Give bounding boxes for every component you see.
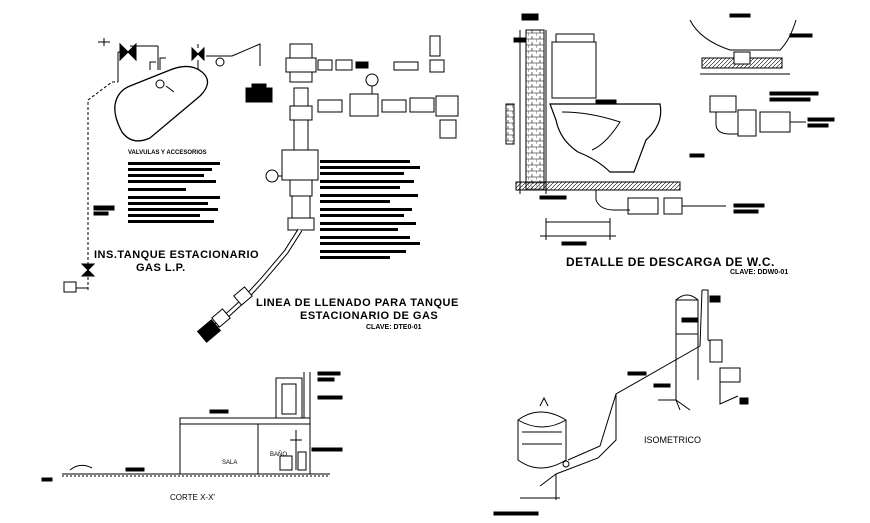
iso-water-tank-left <box>517 411 567 469</box>
section-xx <box>41 371 343 482</box>
gas-notes-heading: VALVULAS Y ACCESORIOS <box>128 150 207 156</box>
wc-detail-title: DETALLE DE DESCARGA DE W.C. <box>566 255 775 269</box>
fill-line-title-line1: LINEA DE LLENADO PARA TANQUE <box>256 297 459 309</box>
wc-detail <box>505 13 835 246</box>
section-caption: CORTE X-X' <box>170 493 215 502</box>
gas-supply-dashed-line <box>87 81 118 290</box>
gas-tank-detail <box>63 38 273 293</box>
section-room-sala: SALA <box>222 460 238 466</box>
gas-notes-block <box>128 162 220 223</box>
section-room-bano: BAÑO <box>270 452 288 458</box>
isometric-caption: ISOMETRICO <box>644 435 702 445</box>
wc-detail-key: CLAVE: DDW0-01 <box>730 269 789 276</box>
top-valve-left <box>98 38 110 46</box>
gas-tank-title-line1: INS.TANQUE ESTACIONARIO <box>94 249 260 261</box>
fill-line-title-line2: ESTACIONARIO DE GAS <box>300 310 439 322</box>
isometric-view <box>493 289 749 516</box>
gas-tank-body <box>114 65 209 142</box>
fill-line-detail <box>196 35 459 343</box>
wc-bowl <box>549 103 662 173</box>
fill-line-notes-block <box>320 160 420 259</box>
fill-line-key: CLAVE: DTE0-01 <box>366 324 422 331</box>
gas-tank-title-line2: GAS L.P. <box>136 262 186 274</box>
